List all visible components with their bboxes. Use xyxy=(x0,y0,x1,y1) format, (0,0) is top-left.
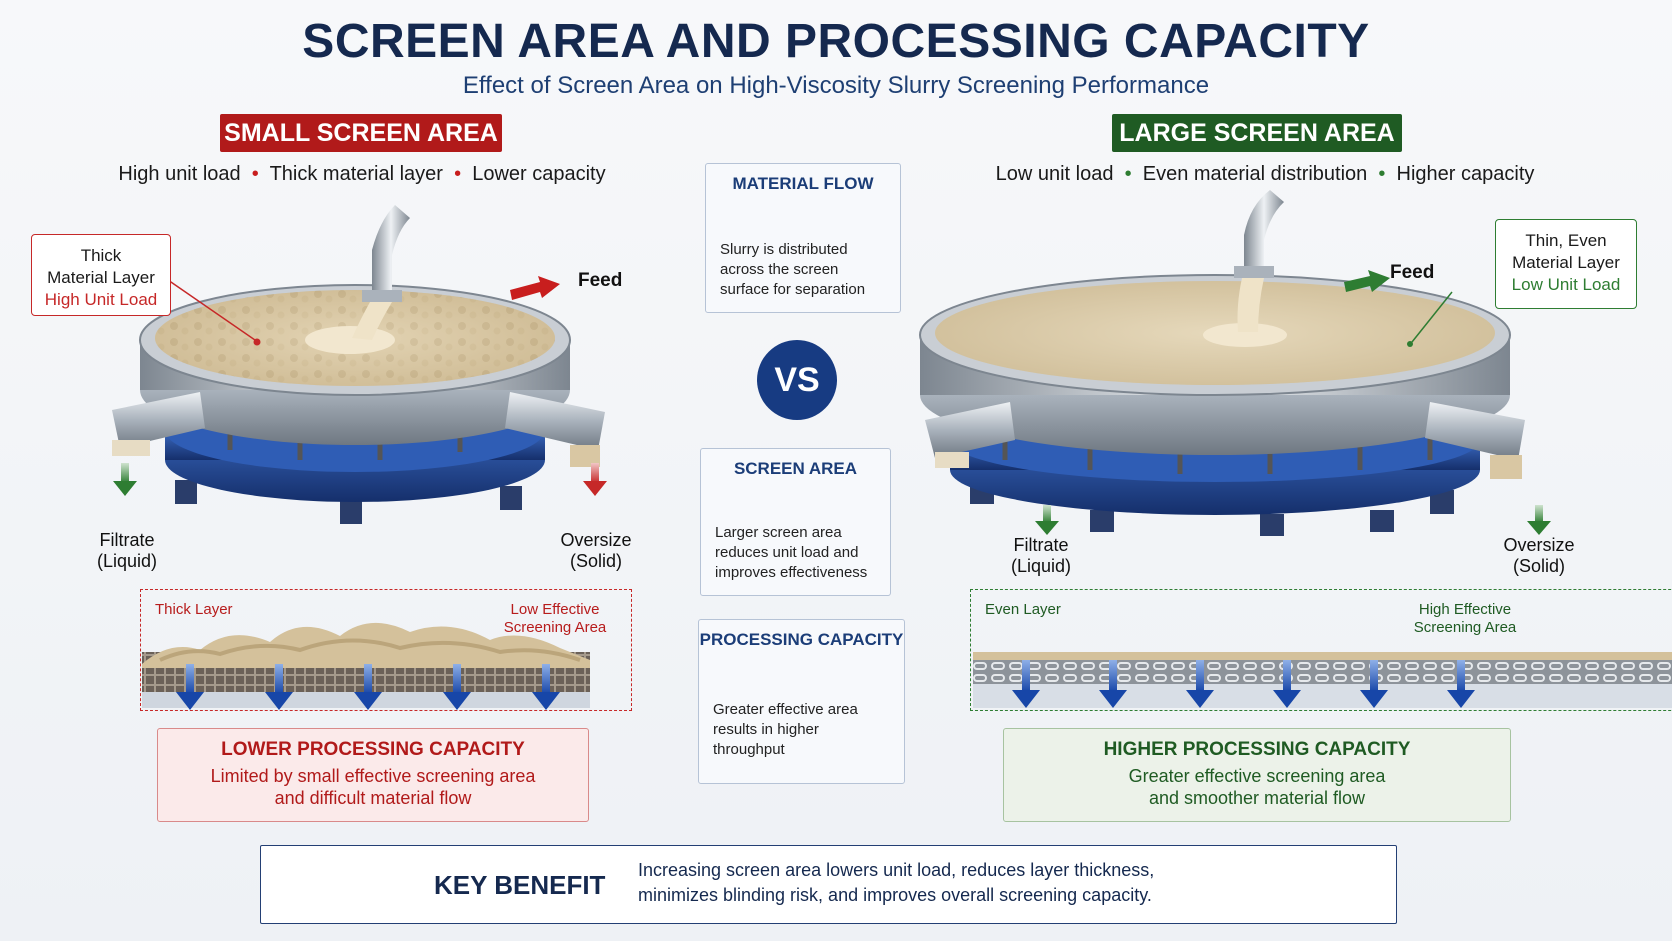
high-effective-area-label: High Effective Screening Area xyxy=(1395,601,1535,637)
result-title: HIGHER PROCESSING CAPACITY xyxy=(1103,739,1411,760)
small-screen-area-badge: SMALL SCREEN AREA xyxy=(220,114,502,152)
callout-line: Thin, Even xyxy=(1525,231,1607,250)
key-benefit-line: minimizes blinding risk, and improves ov… xyxy=(638,885,1152,905)
key-benefit-box xyxy=(260,845,1397,924)
filtrate-subtext: (Liquid) xyxy=(1010,556,1072,576)
large-attr-3: Higher capacity xyxy=(1396,163,1535,185)
label-line: High Effective xyxy=(1418,601,1512,618)
key-benefit-title: KEY BENEFIT xyxy=(434,870,606,900)
oversize-arrow-icon xyxy=(1527,505,1551,535)
page-title: SCREEN AREA AND PROCESSING CAPACITY xyxy=(302,15,1370,68)
small-screen-detail-box xyxy=(140,589,632,711)
oversize-label: Oversize (Solid) xyxy=(1498,535,1580,577)
key-benefit-text: Increasing screen area lowers unit load,… xyxy=(638,858,1154,908)
oversize-subtext: (Solid) xyxy=(1512,556,1565,576)
page-subtitle: Effect of Screen Area on High-Viscosity … xyxy=(462,72,1210,99)
large-screen-machine xyxy=(919,190,1525,536)
callout-line: Material Layer xyxy=(1512,253,1620,272)
box-body: Larger screen area reduces unit load and… xyxy=(715,523,867,583)
callout-line: Thick xyxy=(80,246,122,265)
result-line: Limited by small effective screening are… xyxy=(210,766,536,786)
callout-highlight: High Unit Load xyxy=(44,290,158,309)
vs-badge: VS xyxy=(757,340,837,420)
material-flow-box: MATERIAL FLOW Slurry is distributed acro… xyxy=(705,163,901,313)
down-arrow-icons-left xyxy=(176,664,560,710)
filtrate-arrow-icon xyxy=(113,463,137,496)
feed-label: Feed xyxy=(578,270,623,291)
lower-capacity-result: LOWER PROCESSING CAPACITY Limited by sma… xyxy=(157,728,589,822)
down-arrow-icons-right xyxy=(1012,660,1475,708)
feed-arrow-icon xyxy=(1344,270,1390,292)
filtrate-subtext: (Liquid) xyxy=(96,551,158,571)
filtrate-arrow-icon xyxy=(1035,505,1059,535)
result-line: and smoother material flow xyxy=(1148,788,1366,808)
body-line: reduces unit load and xyxy=(715,544,859,561)
small-screen-machine xyxy=(112,205,605,524)
filtrate-label: Filtrate (Liquid) xyxy=(88,530,166,572)
body-line: Slurry is distributed xyxy=(720,241,848,258)
body-line: throughput xyxy=(713,741,785,758)
callout-dot-icon xyxy=(253,338,261,346)
box-title: PROCESSING CAPACITY xyxy=(699,630,904,649)
small-attr-2: Thick material layer xyxy=(269,163,443,185)
feed-label: Feed xyxy=(1390,262,1435,283)
higher-capacity-result: HIGHER PROCESSING CAPACITY Greater effec… xyxy=(1003,728,1511,822)
large-screen-area-badge: LARGE SCREEN AREA xyxy=(1112,114,1402,152)
callout-highlight: Low Unit Load xyxy=(1511,275,1621,294)
large-screen-detail-box xyxy=(970,589,1672,711)
box-title: SCREEN AREA xyxy=(733,459,858,478)
filtrate-label: Filtrate (Liquid) xyxy=(1002,535,1080,577)
thin-layer-callout: Thin, Even Material Layer Low Unit Load xyxy=(1495,219,1637,309)
callout-line: Material Layer xyxy=(47,268,155,287)
callout-leader-line xyxy=(1411,291,1453,343)
small-attr-3: Lower capacity xyxy=(472,163,606,185)
body-line: across the screen xyxy=(720,261,839,278)
callout-dot-icon xyxy=(1407,341,1413,347)
small-attributes: High unit load • Thick material layer • … xyxy=(92,163,632,186)
bullet-dot-icon: • xyxy=(1119,163,1138,185)
bullet-dot-icon: • xyxy=(1372,163,1391,185)
box-body: Greater effective area results in higher… xyxy=(713,700,858,760)
key-benefit-line: Increasing screen area lowers unit load,… xyxy=(638,860,1155,880)
low-effective-area-label: Low Effective Screening Area xyxy=(490,601,620,637)
bullet-dot-icon: • xyxy=(448,163,467,185)
oversize-arrow-icon xyxy=(583,463,607,496)
oversize-subtext: (Solid) xyxy=(569,551,622,571)
small-attr-1: High unit load xyxy=(118,163,241,185)
feed-arrow-icon xyxy=(510,276,560,300)
label-line: Screening Area xyxy=(503,619,607,636)
label-line: Low Effective xyxy=(510,601,600,618)
callout-leader-line xyxy=(167,279,256,341)
result-body: Limited by small effective screening are… xyxy=(158,765,588,809)
result-body: Greater effective screening area and smo… xyxy=(1004,765,1510,809)
large-attr-1: Low unit load xyxy=(995,163,1114,185)
body-line: results in higher xyxy=(713,721,819,738)
body-line: Larger screen area xyxy=(715,524,842,541)
large-attributes: Low unit load • Even material distributi… xyxy=(985,163,1545,186)
body-line: improves effectiveness xyxy=(715,564,868,581)
result-line: Greater effective screening area xyxy=(1128,766,1386,786)
box-body: Slurry is distributed across the screen … xyxy=(720,240,865,300)
body-line: surface for separation xyxy=(720,281,866,298)
processing-capacity-box: PROCESSING CAPACITY Greater effective ar… xyxy=(698,619,905,784)
bullet-dot-icon: • xyxy=(246,163,265,185)
oversize-text: Oversize xyxy=(1503,535,1575,555)
thick-layer-label: Thick Layer xyxy=(155,601,233,618)
filtrate-text: Filtrate xyxy=(1013,535,1069,555)
thick-layer-callout: Thick Material Layer High Unit Load xyxy=(31,234,171,316)
result-line: and difficult material flow xyxy=(274,788,472,808)
box-title: MATERIAL FLOW xyxy=(732,174,874,193)
label-line: Screening Area xyxy=(1413,619,1517,636)
screen-area-box: SCREEN AREA Larger screen area reduces u… xyxy=(700,448,891,596)
oversize-label: Oversize (Solid) xyxy=(556,530,636,572)
body-line: Greater effective area xyxy=(713,701,858,718)
result-title: LOWER PROCESSING CAPACITY xyxy=(221,739,525,760)
large-attr-2: Even material distribution xyxy=(1142,163,1368,185)
filtrate-text: Filtrate xyxy=(99,530,155,550)
even-layer-detail xyxy=(973,652,1672,708)
even-layer-label: Even Layer xyxy=(985,601,1061,618)
oversize-text: Oversize xyxy=(560,530,632,550)
